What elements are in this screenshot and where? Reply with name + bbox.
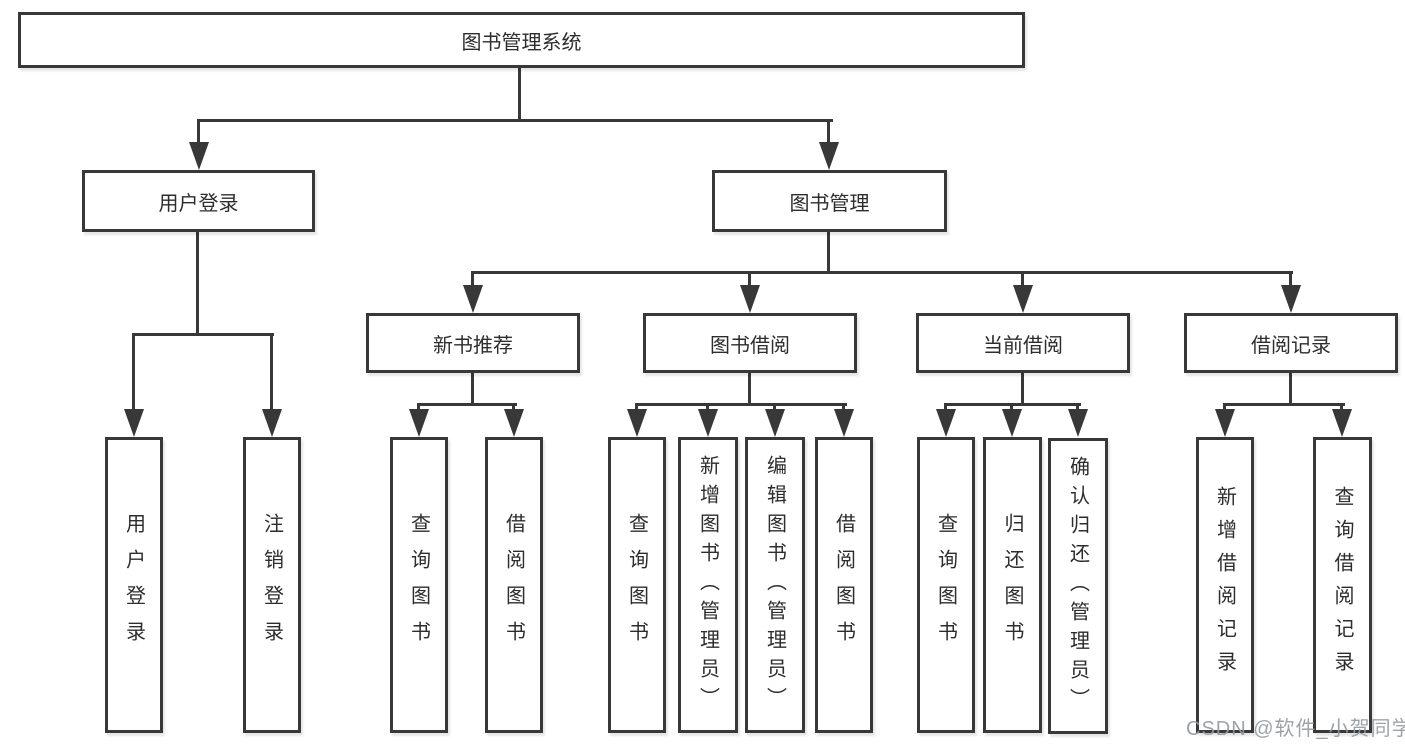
connector [827,230,830,274]
node-new-book-recommend: 新书推荐 [366,313,580,373]
node-user-login-branch: 用户登录 [82,170,315,232]
node-label: 用户登录 [122,513,145,657]
arrowhead-icon [765,409,785,437]
connector [1289,371,1292,406]
node-book-management: 图书管理 [712,170,947,232]
arrowhead-icon [698,409,718,437]
arrowhead-icon [1068,409,1088,437]
connector [197,119,200,145]
arrowhead-icon [819,142,839,170]
connector [270,333,273,412]
arrowhead-icon [1332,409,1352,437]
connector [132,333,135,412]
node-query-borrow-record: 查询借阅记录 [1313,437,1372,733]
connector [518,66,521,122]
node-query-books-borrowing: 查询图书 [608,437,666,733]
connector [748,271,751,288]
node-user-login: 用户登录 [105,437,163,733]
arrowhead-icon [740,285,760,313]
connector [1021,271,1024,288]
connector [635,403,638,412]
connector [635,403,847,406]
connector [417,403,420,412]
node-label: 借阅图书 [832,513,855,657]
connector [417,403,517,406]
node-current-borrowing: 当前借阅 [916,313,1130,373]
connector [196,230,199,336]
node-label: 新书推荐 [433,334,513,357]
node-label: 当前借阅 [983,334,1063,357]
node-root: 图书管理系统 [18,12,1025,68]
connector [197,119,833,122]
node-label: 新增图书（管理员） [696,454,719,716]
connector [827,119,830,145]
node-label: 借阅图书 [502,513,525,657]
node-return-books: 归还图书 [983,437,1042,733]
node-label: 查询图书 [934,513,957,657]
connector [1289,271,1292,288]
connector [471,271,474,288]
connector [842,403,845,412]
connector [1010,403,1013,412]
arrowhead-icon [124,409,144,437]
node-borrow-records: 借阅记录 [1184,313,1398,373]
connector [773,403,776,412]
arrowhead-icon [409,409,429,437]
node-label: 用户登录 [158,192,239,215]
connector [1223,403,1226,412]
node-book-borrowing: 图书借阅 [643,313,857,373]
node-label: 借阅记录 [1251,334,1331,357]
node-label: 新增借阅记录 [1213,486,1236,684]
connector [471,271,1293,274]
node-query-books-current: 查询图书 [917,437,975,733]
connector [512,403,515,412]
arrowhead-icon [504,409,524,437]
connector [471,371,474,406]
node-label: 归还图书 [1001,513,1023,657]
arrowhead-icon [463,285,483,313]
connector [1076,403,1079,412]
node-label: 查询图书 [625,513,648,657]
node-add-book-admin: 新增图书（管理员） [678,437,738,733]
node-label: 图书借阅 [710,334,790,357]
connector [944,403,947,412]
connector [706,403,709,412]
node-edit-book-admin: 编辑图书（管理员） [745,437,805,733]
node-label: 查询借阅记录 [1331,486,1353,684]
watermark: CSDN @软件_小贺同学 [1186,718,1405,740]
connector [132,333,274,336]
connector [1021,371,1024,406]
arrowhead-icon [834,409,854,437]
arrowhead-icon [1281,285,1301,313]
arrowhead-icon [1215,409,1235,437]
arrowhead-icon [1002,409,1022,437]
node-label: 查询图书 [407,513,430,657]
node-label: 确认归还（管理员） [1066,455,1089,717]
node-logout: 注销登录 [243,437,301,733]
connector [748,371,751,406]
arrowhead-icon [627,409,647,437]
node-label: 图书管理系统 [461,31,582,54]
node-borrow-books-recommend: 借阅图书 [485,437,543,733]
node-borrow-books: 借阅图书 [815,437,873,733]
arrowhead-icon [936,409,956,437]
arrowhead-icon [189,142,209,170]
connector [1340,403,1343,412]
node-label: 图书管理 [789,192,870,215]
node-add-borrow-record: 新增借阅记录 [1196,437,1254,733]
node-label: 注销登录 [260,513,283,657]
arrowhead-icon [1013,285,1033,313]
connector [1223,403,1345,406]
node-confirm-return-admin: 确认归还（管理员） [1048,438,1108,734]
node-label: 编辑图书（管理员） [763,454,786,716]
arrowhead-icon [262,409,282,437]
node-query-books-recommend: 查询图书 [390,437,448,733]
